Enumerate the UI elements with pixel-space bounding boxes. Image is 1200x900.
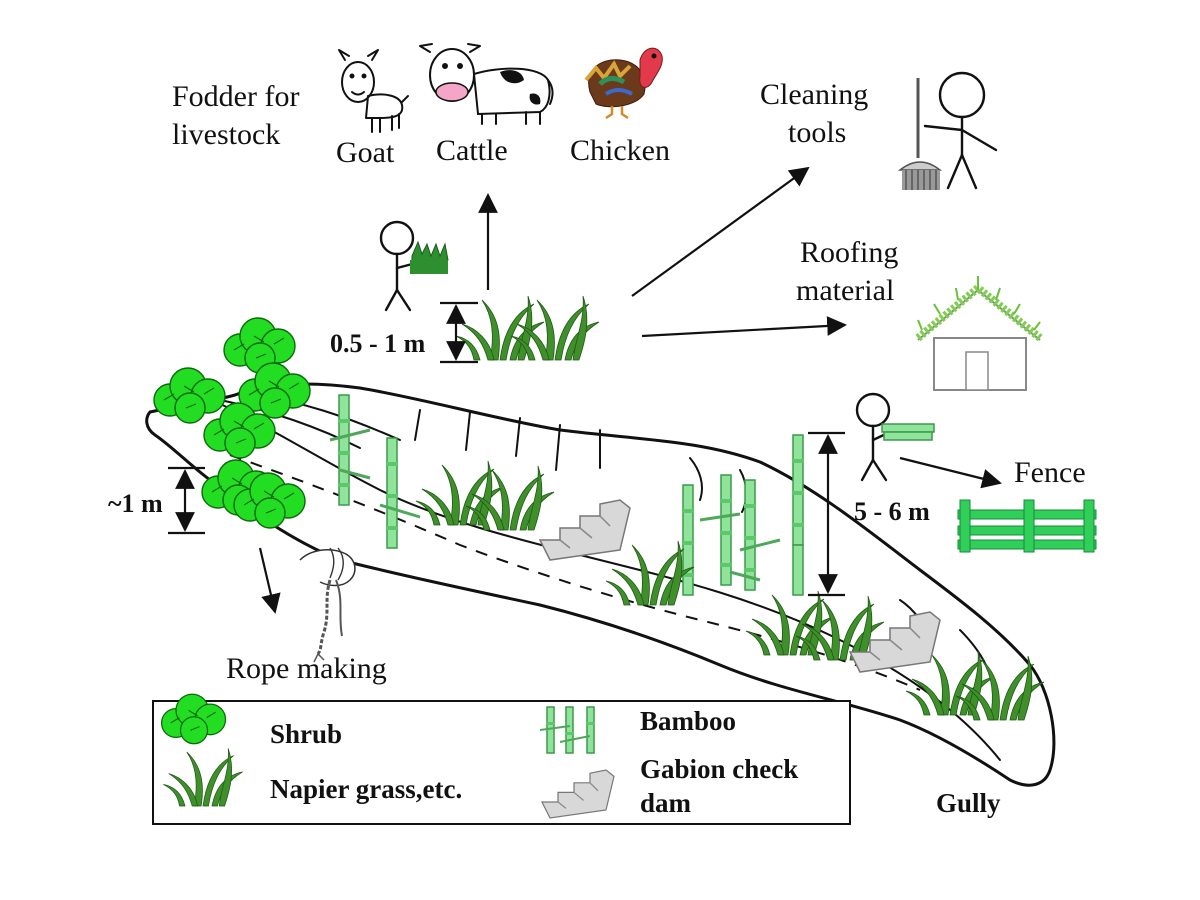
bamboo-stand-left	[329, 394, 421, 549]
roofing-label-line2: material	[796, 274, 894, 307]
cow-icon	[419, 43, 554, 125]
bamboo-stand-right	[681, 434, 805, 596]
labels: Fodder for livestock Goat Cattle Chicken…	[108, 78, 1086, 818]
rope-icon	[299, 547, 356, 663]
legend-shrub-label: Shrub	[270, 719, 342, 749]
roofing-label-line1: Roofing	[800, 236, 898, 269]
shrub-height-label: ~1 m	[108, 489, 163, 518]
broom-icon	[897, 71, 998, 190]
height-grass-indicator	[440, 301, 478, 364]
legend	[152, 693, 851, 825]
shrub-cluster-side	[201, 459, 306, 529]
cleaning-label-line2: tools	[788, 116, 846, 149]
fodder-label-line1: Fodder for	[172, 80, 299, 113]
grass-tuft-top	[455, 295, 600, 361]
legend-napier-label: Napier grass,etc.	[270, 774, 462, 804]
height-bamboo-indicator	[808, 431, 845, 597]
house-icon	[915, 276, 1043, 391]
shrub-cluster-top	[153, 317, 311, 459]
bamboo-height-label: 5 - 6 m	[854, 497, 930, 526]
flow-arrows	[258, 166, 1002, 614]
goat-icon	[338, 49, 409, 133]
gully-label: Gully	[936, 788, 1001, 818]
goat-label: Goat	[336, 136, 395, 169]
cattle-label: Cattle	[436, 134, 508, 167]
grass-height-label: 0.5 - 1 m	[330, 329, 426, 358]
rope-label: Rope making	[226, 652, 387, 685]
legend-bamboo-icon	[539, 706, 595, 754]
fence-label: Fence	[1014, 456, 1086, 489]
chicken-label: Chicken	[570, 134, 670, 167]
legend-bamboo-label: Bamboo	[640, 706, 736, 736]
fence-icon	[957, 499, 1097, 553]
fodder-label-line2: livestock	[172, 118, 280, 151]
person-carrying-bamboo-icon	[855, 392, 935, 482]
height-shrub-indicator	[168, 466, 205, 535]
cleaning-label-line1: Cleaning	[760, 78, 868, 111]
legend-gabion-label-line2: dam	[640, 788, 692, 818]
person-icon	[379, 220, 449, 312]
turkey-icon	[584, 47, 663, 120]
legend-gabion-label-line1: Gabion check	[640, 754, 798, 784]
